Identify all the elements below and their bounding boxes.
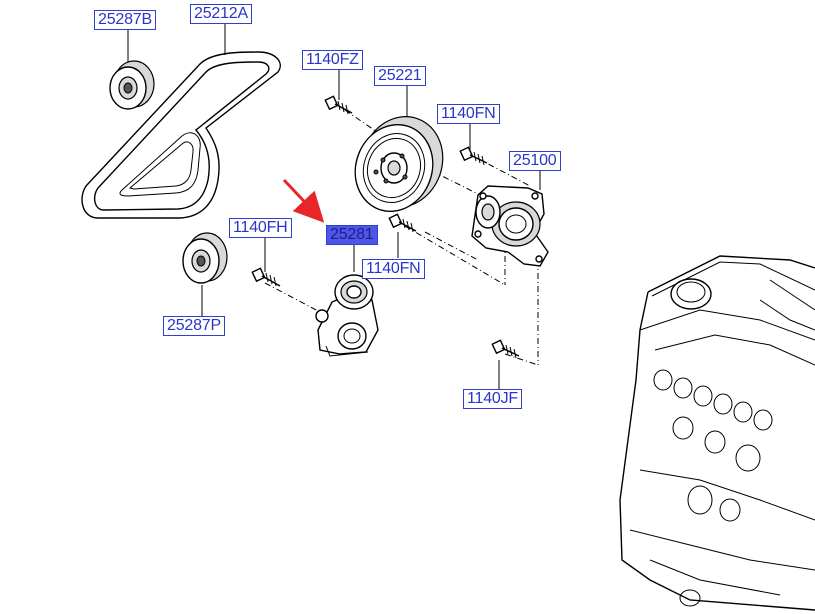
- idler-pulley-top: [109, 60, 155, 110]
- water-pump: [471, 185, 549, 267]
- bolt-1140jf: [491, 339, 520, 359]
- part-label-1140fh[interactable]: 1140FH: [229, 218, 292, 238]
- idler-pulley-bottom: [182, 232, 228, 284]
- bolt-1140fz: [324, 95, 353, 115]
- bolt-1140fn-mid: [388, 213, 417, 233]
- part-label-25212a[interactable]: 25212A: [190, 4, 252, 24]
- pointer-arrow: [282, 178, 325, 223]
- part-label-1140fn-mid[interactable]: 1140FN: [362, 259, 425, 279]
- bolt-1140fn-top: [459, 146, 488, 166]
- part-label-25100[interactable]: 25100: [509, 151, 561, 171]
- leader-lines: [127, 22, 541, 390]
- drive-belt: [81, 51, 281, 219]
- part-label-25287p[interactable]: 25287P: [163, 316, 225, 336]
- water-pump-pulley: [354, 116, 444, 213]
- part-label-25221[interactable]: 25221: [374, 66, 426, 86]
- engine-block: [619, 255, 815, 611]
- part-label-1140fz[interactable]: 1140FZ: [302, 50, 363, 70]
- part-label-25281-selected[interactable]: 25281: [326, 225, 378, 245]
- bolt-1140fh: [251, 267, 281, 287]
- part-label-1140fn-top[interactable]: 1140FN: [437, 104, 500, 124]
- part-label-25287b[interactable]: 25287B: [94, 10, 156, 30]
- part-label-1140jf[interactable]: 1140JF: [463, 389, 522, 409]
- auto-tensioner: [315, 274, 379, 357]
